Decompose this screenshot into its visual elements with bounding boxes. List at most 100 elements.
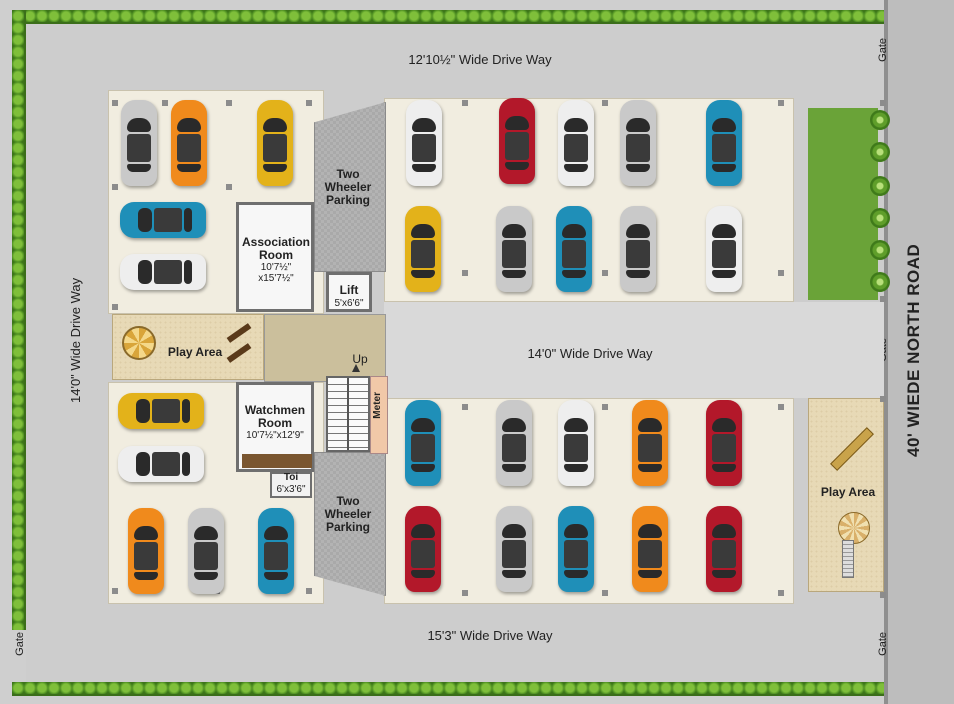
car-icon bbox=[706, 206, 742, 292]
association-room-label: Association Room bbox=[241, 235, 310, 262]
car-icon bbox=[188, 508, 224, 594]
tree bbox=[870, 142, 890, 162]
gate-bottom-right: Gate bbox=[877, 632, 889, 656]
car-icon bbox=[257, 100, 293, 186]
watchmen-room-label: Watchmen Room bbox=[244, 403, 306, 430]
car-icon bbox=[496, 400, 532, 486]
car-icon bbox=[556, 206, 592, 292]
pillar bbox=[778, 590, 784, 596]
play-area-left bbox=[112, 314, 264, 380]
lawn bbox=[808, 108, 878, 300]
toilet-label: Toi bbox=[283, 472, 299, 483]
pillar bbox=[778, 270, 784, 276]
car-icon bbox=[406, 100, 442, 186]
pillar bbox=[306, 588, 312, 594]
meter-label: Meter bbox=[372, 392, 383, 419]
gate-top-right: Gate bbox=[877, 38, 889, 62]
toilet-dims: 6'x3'6" bbox=[276, 484, 306, 495]
car-icon bbox=[632, 506, 668, 592]
gate-bottom-left: Gate bbox=[14, 632, 26, 656]
carousel-icon bbox=[122, 326, 156, 360]
two-wheeler-bottom-label: Two Wheeler Parking bbox=[324, 494, 372, 534]
car-icon bbox=[706, 400, 742, 486]
slide-icon bbox=[838, 512, 870, 544]
middle-drive bbox=[384, 302, 884, 398]
car-icon bbox=[499, 98, 535, 184]
stair-divider bbox=[347, 378, 349, 450]
pillar bbox=[602, 100, 608, 106]
slide-ramp-icon bbox=[842, 540, 854, 578]
car-icon bbox=[620, 100, 656, 186]
two-wheeler-parking-top bbox=[314, 102, 386, 272]
tree bbox=[870, 272, 890, 292]
pillar bbox=[462, 404, 468, 410]
hedge-bottom bbox=[12, 682, 884, 696]
car-icon bbox=[558, 506, 594, 592]
lift-dims: 5'x6'6" bbox=[334, 298, 364, 309]
tree bbox=[870, 240, 890, 260]
pillar bbox=[112, 588, 118, 594]
watchmen-floor-strip bbox=[242, 454, 312, 468]
road-edge bbox=[884, 0, 888, 704]
car-icon bbox=[121, 100, 157, 186]
north-road bbox=[888, 0, 954, 704]
car-icon bbox=[632, 400, 668, 486]
play-area-right-label: Play Area bbox=[820, 485, 876, 499]
pillar bbox=[112, 100, 118, 106]
pillar bbox=[602, 270, 608, 276]
two-wheeler-parking-bottom bbox=[314, 452, 386, 596]
lift-label: Lift bbox=[339, 283, 359, 297]
lift bbox=[326, 272, 372, 312]
pillar bbox=[226, 100, 232, 106]
pillar bbox=[880, 100, 886, 106]
car-icon bbox=[120, 202, 206, 238]
car-icon bbox=[405, 400, 441, 486]
car-icon bbox=[558, 100, 594, 186]
car-icon bbox=[118, 446, 204, 482]
left-drive-label: 14'0" Wide Drive Way bbox=[68, 277, 83, 403]
car-icon bbox=[496, 206, 532, 292]
hedge-left bbox=[12, 10, 26, 630]
car-icon bbox=[118, 393, 204, 429]
tree bbox=[870, 176, 890, 196]
top-drive-label: 12'10½" Wide Drive Way bbox=[408, 52, 552, 67]
watchmen-room-dims: 10'7½"x12'9" bbox=[246, 430, 304, 441]
car-icon bbox=[171, 100, 207, 186]
pillar bbox=[462, 590, 468, 596]
car-icon bbox=[496, 506, 532, 592]
up-label: Up bbox=[352, 352, 368, 366]
car-icon bbox=[405, 206, 441, 292]
pillar bbox=[306, 100, 312, 106]
pillar bbox=[162, 100, 168, 106]
car-icon bbox=[706, 100, 742, 186]
lobby bbox=[264, 314, 386, 382]
pillar bbox=[602, 590, 608, 596]
north-road-label: 40' WIEDE NORTH ROAD bbox=[904, 243, 923, 457]
pillar bbox=[112, 184, 118, 190]
association-room bbox=[236, 202, 314, 312]
pillar bbox=[112, 304, 118, 310]
car-icon bbox=[258, 508, 294, 594]
middle-drive-label: 14'0" Wide Drive Way bbox=[527, 346, 653, 361]
pillar bbox=[880, 296, 886, 302]
car-icon bbox=[558, 400, 594, 486]
two-wheeler-top-label: Two Wheeler Parking bbox=[324, 167, 372, 207]
meter-room bbox=[370, 376, 388, 454]
up-arrow-icon bbox=[352, 364, 360, 372]
play-area-left-label: Play Area bbox=[167, 345, 223, 359]
hedge-top bbox=[12, 10, 884, 24]
car-icon bbox=[120, 254, 206, 290]
association-room-dims: 10'7½" x15'7½" bbox=[258, 262, 294, 284]
car-icon bbox=[405, 506, 441, 592]
pillar bbox=[880, 592, 886, 598]
pillar bbox=[778, 404, 784, 410]
car-icon bbox=[620, 206, 656, 292]
pillar bbox=[778, 100, 784, 106]
tree bbox=[870, 110, 890, 130]
pillar bbox=[226, 184, 232, 190]
pillar bbox=[602, 404, 608, 410]
tree bbox=[870, 208, 890, 228]
pillar bbox=[462, 100, 468, 106]
pillar bbox=[462, 270, 468, 276]
